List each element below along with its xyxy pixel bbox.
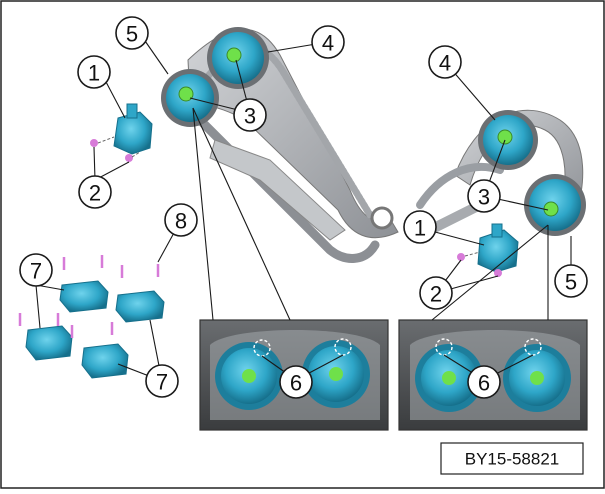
callout-8: 8 xyxy=(164,203,198,237)
svg-text:7: 7 xyxy=(30,259,42,284)
reference-code-box: BY15-58821 xyxy=(440,442,584,475)
callout-5-left: 5 xyxy=(115,16,149,50)
callout-3-right: 3 xyxy=(467,179,501,213)
callout-7-top: 7 xyxy=(19,253,53,287)
right-control-valve xyxy=(477,223,519,273)
callout-3-left: 3 xyxy=(233,98,267,132)
right-camshaft-adjuster-intake xyxy=(524,174,586,236)
left-bolts xyxy=(90,136,141,162)
reference-code: BY15-58821 xyxy=(465,450,560,469)
callout-4-right: 4 xyxy=(428,45,462,79)
right-bolts xyxy=(457,251,502,277)
callout-2-right: 2 xyxy=(419,276,453,310)
svg-text:7: 7 xyxy=(156,370,168,395)
svg-text:6: 6 xyxy=(478,371,490,396)
svg-text:8: 8 xyxy=(175,209,187,234)
svg-text:4: 4 xyxy=(439,51,451,76)
callout-2-left: 2 xyxy=(78,175,112,209)
svg-text:6: 6 xyxy=(290,371,302,396)
callout-1-right: 1 xyxy=(403,210,437,244)
callout-4-left: 4 xyxy=(311,25,345,59)
callout-5-right: 5 xyxy=(554,264,588,298)
bracket xyxy=(115,290,165,323)
bracket xyxy=(59,280,109,313)
left-chain-guide xyxy=(209,139,346,241)
left-control-valve xyxy=(113,103,153,155)
svg-text:3: 3 xyxy=(244,104,256,129)
right-camshaft-adjuster-exhaust xyxy=(478,110,538,170)
svg-text:5: 5 xyxy=(565,270,577,295)
callout-1-left: 1 xyxy=(77,55,111,89)
callout-7-bottom: 7 xyxy=(145,364,179,398)
bracket xyxy=(25,325,73,361)
svg-text:1: 1 xyxy=(88,61,100,86)
svg-text:2: 2 xyxy=(89,181,101,206)
svg-text:2: 2 xyxy=(430,282,442,307)
svg-text:4: 4 xyxy=(322,31,334,56)
svg-text:3: 3 xyxy=(478,185,490,210)
bracket xyxy=(81,343,129,379)
bracket-bolts xyxy=(18,255,160,338)
callout-6-left: 6 xyxy=(279,365,313,399)
left-camshaft-adjuster-exhaust xyxy=(207,27,269,89)
svg-text:1: 1 xyxy=(414,216,426,241)
callout-6-right: 6 xyxy=(467,365,501,399)
svg-text:5: 5 xyxy=(126,22,138,47)
bracket-group xyxy=(18,255,165,379)
